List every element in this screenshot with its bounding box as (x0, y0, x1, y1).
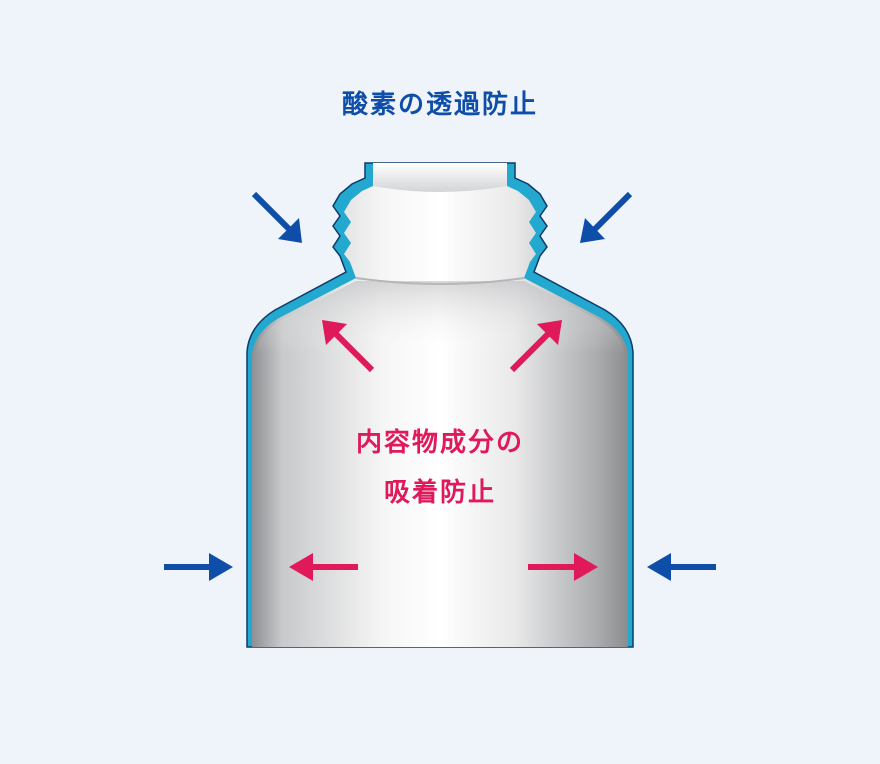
adsorption-arrow-top-left-icon (322, 320, 375, 373)
oxygen-arrow-top-left-icon (251, 191, 302, 243)
bottle-neck-ring (355, 277, 525, 285)
adsorption-arrow-top-right-icon (509, 320, 562, 373)
oxygen-arrow-left-icon (164, 553, 233, 581)
bottle-shoulder-shade (255, 281, 625, 354)
adsorption-label-line-1: 内容物成分の (355, 428, 524, 458)
oxygen-arrow-right-icon (647, 553, 716, 581)
bottle-neck (373, 163, 507, 192)
adsorption-barrier-label: 内容物成分の 吸着防止 (0, 418, 880, 518)
adsorption-arrow-right-icon (528, 553, 598, 581)
oxygen-arrow-top-right-icon (580, 191, 633, 243)
oxygen-barrier-label: 酸素の透過防止 (341, 90, 538, 120)
bottle-icon (252, 163, 628, 647)
adsorption-arrow-left-icon (289, 553, 358, 581)
adsorption-arrows (289, 320, 598, 581)
oxygen-arrows (164, 191, 716, 581)
adsorption-label-line-2: 吸着防止 (383, 478, 496, 508)
